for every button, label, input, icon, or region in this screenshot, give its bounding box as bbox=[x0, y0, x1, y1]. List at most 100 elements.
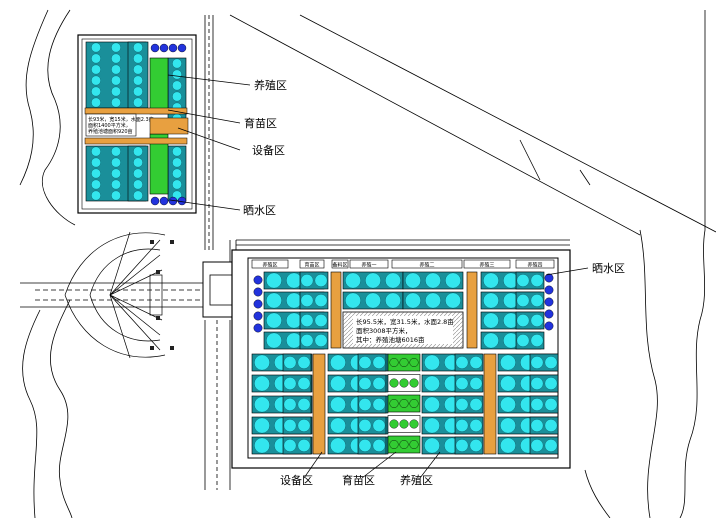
pond-tank bbox=[544, 398, 558, 411]
pond-tank bbox=[500, 354, 516, 371]
sunning-tank bbox=[159, 196, 169, 206]
site-b-note-line1: 长95.5米，宽31.5米，水面2.8亩 bbox=[356, 317, 454, 326]
pond-tank bbox=[500, 437, 516, 454]
site-a-note-line3: 养殖池塘面积920亩 bbox=[88, 128, 133, 135]
sunning-tank bbox=[544, 309, 554, 319]
pond-tank bbox=[314, 334, 328, 347]
pond-tank bbox=[424, 375, 440, 392]
pond-tank bbox=[424, 417, 440, 434]
pond-tank bbox=[516, 274, 530, 287]
pond-tank bbox=[283, 439, 297, 452]
zone-header-label: 育苗区 bbox=[304, 262, 319, 269]
nursery-tank bbox=[389, 419, 399, 429]
pond-tank bbox=[91, 53, 101, 64]
pond-tank bbox=[405, 272, 421, 289]
pond-tank bbox=[133, 190, 143, 201]
pond-tank bbox=[111, 53, 121, 64]
site-b-note-line3: 其中：养殖池塘6016亩 bbox=[356, 335, 425, 344]
pond-tank bbox=[172, 168, 182, 179]
pond-tank bbox=[91, 179, 101, 190]
pond-tank bbox=[445, 292, 461, 309]
equipment-column bbox=[312, 353, 326, 455]
pond-tank bbox=[172, 146, 182, 157]
pond-tank bbox=[297, 419, 311, 432]
label-equipment-b: 设备区 bbox=[280, 473, 313, 487]
label-culture-a: 养殖区 bbox=[254, 78, 287, 92]
pond-tank bbox=[314, 294, 328, 307]
sunning-tank bbox=[150, 196, 160, 206]
pond-tank bbox=[283, 377, 297, 390]
pond-tank bbox=[133, 42, 143, 53]
nursery-tank bbox=[409, 440, 419, 450]
pond-tank bbox=[91, 190, 101, 201]
pond-tank bbox=[133, 157, 143, 168]
nursery-tank bbox=[399, 440, 409, 450]
pond-tank bbox=[530, 334, 544, 347]
pond-tank bbox=[133, 168, 143, 179]
pond-tank bbox=[297, 356, 311, 369]
equipment-column bbox=[466, 271, 478, 349]
pond-tank bbox=[358, 439, 372, 452]
pond-tank bbox=[372, 419, 386, 432]
pond-tank bbox=[286, 332, 302, 349]
pond-tank bbox=[516, 334, 530, 347]
pond-tank bbox=[133, 53, 143, 64]
zone-header-label: 养殖区 bbox=[262, 262, 277, 269]
equipment-column bbox=[483, 353, 497, 455]
zone-header-label: 养殖三 bbox=[479, 262, 494, 269]
leader-lines bbox=[167, 74, 589, 479]
pond-tank bbox=[91, 146, 101, 157]
pond-tank bbox=[283, 356, 297, 369]
pond-tank bbox=[365, 272, 381, 289]
pond-tank bbox=[516, 314, 530, 327]
zone-header-box bbox=[349, 259, 389, 269]
pond-tank bbox=[133, 64, 143, 75]
nursery-tank bbox=[409, 399, 419, 409]
pond-tank bbox=[358, 419, 372, 432]
pond-tank bbox=[455, 356, 469, 369]
sunning-tank bbox=[253, 287, 263, 297]
label-nursery-b: 育苗区 bbox=[342, 473, 375, 487]
nursery-tank bbox=[399, 358, 409, 368]
pond-tank bbox=[530, 294, 544, 307]
sunning-tank bbox=[544, 321, 554, 331]
pond-tank bbox=[544, 377, 558, 390]
pond-tank bbox=[500, 375, 516, 392]
zone-header-box bbox=[463, 259, 511, 269]
pond-tank bbox=[425, 272, 441, 289]
pond-tank bbox=[286, 292, 302, 309]
pond-tank bbox=[286, 312, 302, 329]
site-b: 养殖区育苗区备料区养殖一养殖二养殖三养殖四 长95.5米，宽31.5米，水面2.… bbox=[231, 249, 571, 469]
pond-tank bbox=[111, 97, 121, 108]
label-culture-b: 养殖区 bbox=[400, 473, 433, 487]
nursery-tank bbox=[389, 399, 399, 409]
pond-tank bbox=[424, 437, 440, 454]
pond-tank bbox=[254, 354, 270, 371]
sunning-tank bbox=[159, 43, 169, 53]
pond-tank bbox=[330, 437, 346, 454]
pond-tank bbox=[530, 356, 544, 369]
pond-tank bbox=[500, 396, 516, 413]
pond-tank bbox=[300, 334, 314, 347]
pond-tank bbox=[297, 377, 311, 390]
sunning-tank bbox=[168, 43, 178, 53]
pond-tank bbox=[91, 168, 101, 179]
pond-tank bbox=[424, 396, 440, 413]
pond-tank bbox=[425, 292, 441, 309]
pond-tank bbox=[530, 377, 544, 390]
pond-tank bbox=[300, 274, 314, 287]
nursery-tank bbox=[389, 358, 399, 368]
pond-tank bbox=[530, 419, 544, 432]
plaza-pillars bbox=[150, 240, 174, 350]
pond-tank bbox=[91, 42, 101, 53]
site-b-note-line2: 面积3008平方米， bbox=[356, 326, 412, 335]
pond-tank bbox=[483, 272, 499, 289]
pond-tank bbox=[300, 314, 314, 327]
pond-tank bbox=[91, 64, 101, 75]
pond-tank bbox=[530, 439, 544, 452]
pond-tank bbox=[358, 398, 372, 411]
sunning-tank bbox=[253, 323, 263, 333]
site-a: 长93米，宽15米，水面2.3亩， 面积1400平方米， 养殖池塘面积920亩 bbox=[77, 34, 197, 214]
pond-tank bbox=[111, 42, 121, 53]
pond-tank bbox=[455, 419, 469, 432]
